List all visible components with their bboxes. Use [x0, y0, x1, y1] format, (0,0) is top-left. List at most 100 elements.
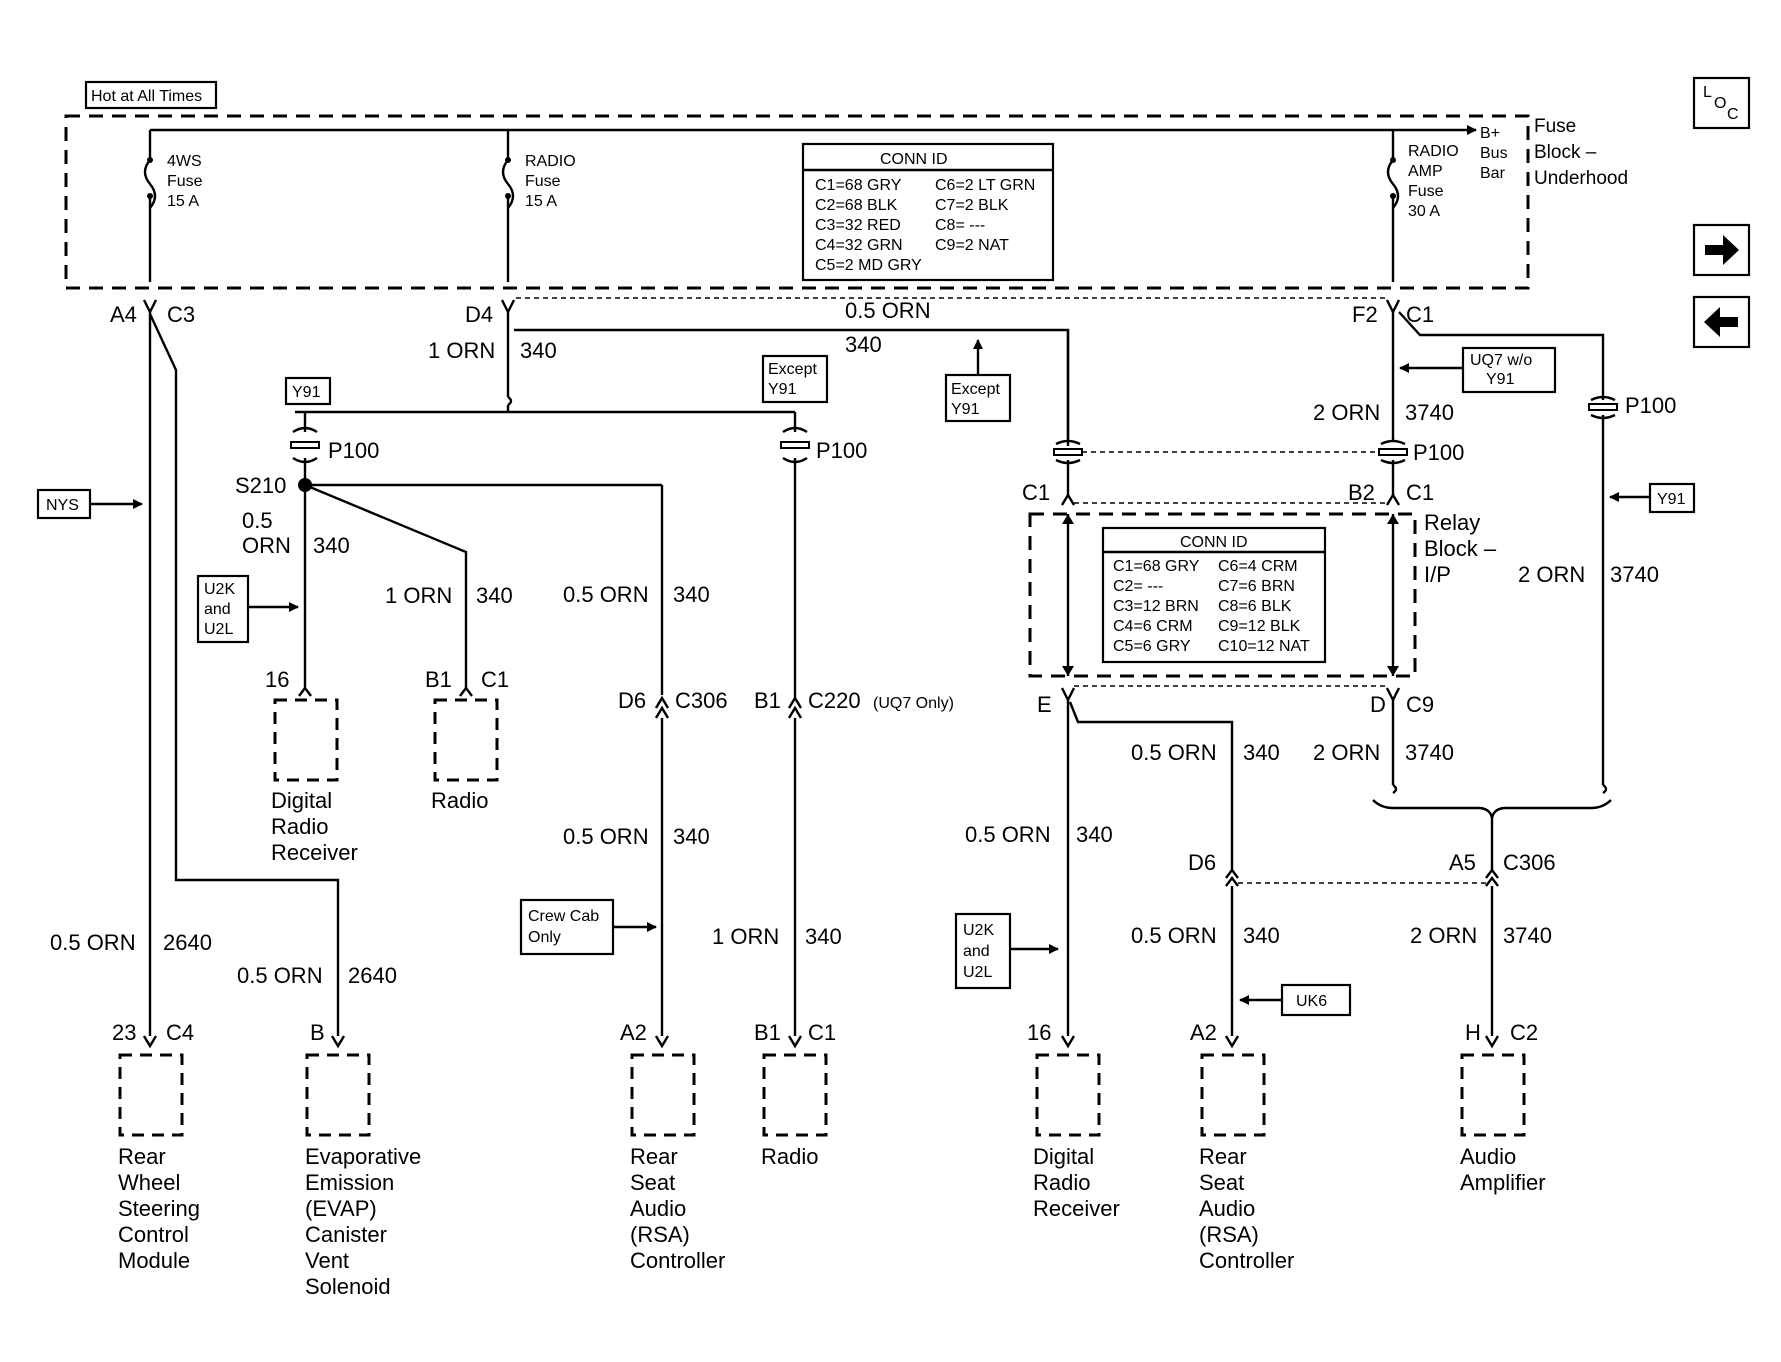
svg-text:E: E [1037, 692, 1052, 717]
svg-text:Receiver: Receiver [271, 840, 358, 865]
svg-text:Steering: Steering [118, 1196, 200, 1221]
svg-text:Except: Except [768, 361, 817, 378]
svg-text:H: H [1465, 1020, 1481, 1045]
hot-at-all-times-label: Hot at All Times [84, 80, 218, 110]
svg-text:Fuse: Fuse [167, 173, 203, 190]
wire-2640-rws [142, 312, 158, 1049]
svg-text:340: 340 [1243, 740, 1280, 765]
svg-text:A2: A2 [620, 1020, 647, 1045]
svg-text:Radio: Radio [1033, 1170, 1090, 1195]
component-digital-radio-receiver-upper: 16 Digital Radio Receiver [265, 667, 358, 865]
svg-text:0.5 ORN: 0.5 ORN [563, 582, 649, 607]
svg-text:Rear: Rear [630, 1144, 678, 1169]
svg-text:Seat: Seat [630, 1170, 675, 1195]
svg-text:C1: C1 [481, 667, 509, 692]
svg-text:340: 340 [1076, 822, 1113, 847]
svg-text:C2: C2 [1510, 1020, 1538, 1045]
svg-text:C4=32 GRN: C4=32 GRN [815, 237, 903, 254]
fuse-4ws: 4WS Fuse 15 A [143, 130, 203, 282]
option-tag-uk6: UK6 [1239, 983, 1352, 1017]
svg-text:16: 16 [265, 667, 289, 692]
svg-text:340: 340 [673, 824, 710, 849]
svg-text:C10=12 NAT: C10=12 NAT [1218, 638, 1310, 655]
svg-text:340: 340 [1243, 923, 1280, 948]
svg-text:3740: 3740 [1503, 923, 1552, 948]
loc-icon[interactable]: L O C [1692, 76, 1751, 130]
svg-text:30 A: 30 A [1408, 203, 1440, 220]
svg-text:Crew Cab: Crew Cab [528, 908, 599, 925]
svg-text:C3=12 BRN: C3=12 BRN [1113, 598, 1199, 615]
wire-labels-2640: 0.5 ORN 2640 0.5 ORN 2640 [50, 930, 397, 988]
svg-text:Audio: Audio [1460, 1144, 1516, 1169]
forward-arrow-icon[interactable] [1692, 223, 1751, 277]
relay-connector-labels: C1 B2 C1 [1022, 480, 1434, 505]
svg-text:Rear: Rear [1199, 1144, 1247, 1169]
back-arrow-icon[interactable] [1692, 295, 1751, 349]
svg-text:and: and [963, 943, 990, 960]
svg-text:Module: Module [118, 1248, 190, 1273]
option-tag-except-y91-mid: Except Y91 [761, 354, 829, 404]
relay-block-outline [1028, 512, 1417, 678]
svg-text:340: 340 [520, 338, 557, 363]
option-tag-y91-left: Y91 [284, 376, 332, 406]
svg-text:1 ORN: 1 ORN [428, 338, 495, 363]
wire-340-rsa-left: D6 C306 0.5 ORN 340 [563, 688, 728, 1049]
svg-text:Seat: Seat [1199, 1170, 1244, 1195]
wire-340-rsa-right: 0.5 ORN 340 0.5 ORN 340 [1068, 701, 1280, 1049]
wire-3740-far-right: P100 2 ORN 3740 [1398, 311, 1676, 794]
svg-text:B+: B+ [1480, 125, 1500, 142]
svg-text:Y91: Y91 [768, 381, 797, 398]
svg-text:15 A: 15 A [525, 193, 557, 210]
svg-text:Amplifier: Amplifier [1460, 1170, 1546, 1195]
conn-id-table-top: CONN ID C1=68 GRY C2=68 BLK C3=32 RED C4… [801, 142, 1055, 282]
svg-text:15 A: 15 A [167, 193, 199, 210]
svg-text:C7=2 BLK: C7=2 BLK [935, 197, 1009, 214]
svg-text:1 ORN: 1 ORN [712, 924, 779, 949]
svg-text:RADIO: RADIO [525, 153, 576, 170]
svg-text:Controller: Controller [1199, 1248, 1294, 1273]
svg-text:C1=68 GRY: C1=68 GRY [815, 177, 902, 194]
fuse-block-label: Fuse Block – Underhood [1534, 116, 1628, 189]
svg-text:2640: 2640 [348, 963, 397, 988]
svg-text:0.5 ORN: 0.5 ORN [1131, 923, 1217, 948]
svg-text:Receiver: Receiver [1033, 1196, 1120, 1221]
svg-text:Y91: Y91 [1486, 371, 1515, 388]
svg-text:UQ7 w/o: UQ7 w/o [1470, 352, 1532, 369]
svg-text:RADIO: RADIO [1408, 143, 1459, 160]
svg-text:D4: D4 [465, 302, 493, 327]
wire-340-c220: P100 B1 C220 (UQ7 Only) 1 ORN 340 [712, 412, 954, 1049]
svg-text:C9=2 NAT: C9=2 NAT [935, 237, 1009, 254]
svg-text:Radio: Radio [271, 814, 328, 839]
svg-text:1 ORN: 1 ORN [385, 583, 452, 608]
svg-text:(UQ7 Only): (UQ7 Only) [873, 695, 954, 712]
svg-text:0.5: 0.5 [242, 508, 273, 533]
svg-text:Radio: Radio [431, 788, 488, 813]
svg-text:Except: Except [951, 381, 1000, 398]
svg-text:B1: B1 [425, 667, 452, 692]
svg-text:3740: 3740 [1405, 400, 1454, 425]
svg-text:Relay: Relay [1424, 510, 1480, 535]
svg-text:Digital: Digital [1033, 1144, 1094, 1169]
svg-text:0.5 ORN: 0.5 ORN [563, 824, 649, 849]
svg-text:Controller: Controller [630, 1248, 725, 1273]
wire-2640-evap [148, 313, 346, 1049]
wire-340-digital-radio-lower: 0.5 ORN 340 [965, 687, 1113, 1049]
component-rsa-controller-right: A2 Rear Seat Audio (RSA) Controller [1190, 1020, 1294, 1273]
svg-text:Fuse: Fuse [1408, 183, 1444, 200]
svg-text:Fuse: Fuse [1534, 116, 1576, 137]
svg-text:L: L [1703, 84, 1712, 101]
svg-text:A4: A4 [110, 302, 137, 327]
svg-text:23: 23 [112, 1020, 136, 1045]
svg-text:340: 340 [313, 533, 350, 558]
svg-text:2 ORN: 2 ORN [1518, 562, 1585, 587]
svg-text:U2K: U2K [204, 581, 235, 598]
option-tag-except-y91-arrow: Except Y91 [944, 339, 1012, 423]
svg-text:D6: D6 [618, 688, 646, 713]
svg-text:340: 340 [673, 582, 710, 607]
svg-text:UK6: UK6 [1296, 993, 1327, 1010]
component-rear-wheel-steering-module: 23 C4 Rear Wheel Steering Control Module [112, 1020, 200, 1273]
svg-text:CONN ID: CONN ID [880, 151, 948, 168]
svg-text:C6=2 LT GRN: C6=2 LT GRN [935, 177, 1035, 194]
wire-3740-relay-to-amp: 2 ORN 3740 [1313, 687, 1454, 794]
